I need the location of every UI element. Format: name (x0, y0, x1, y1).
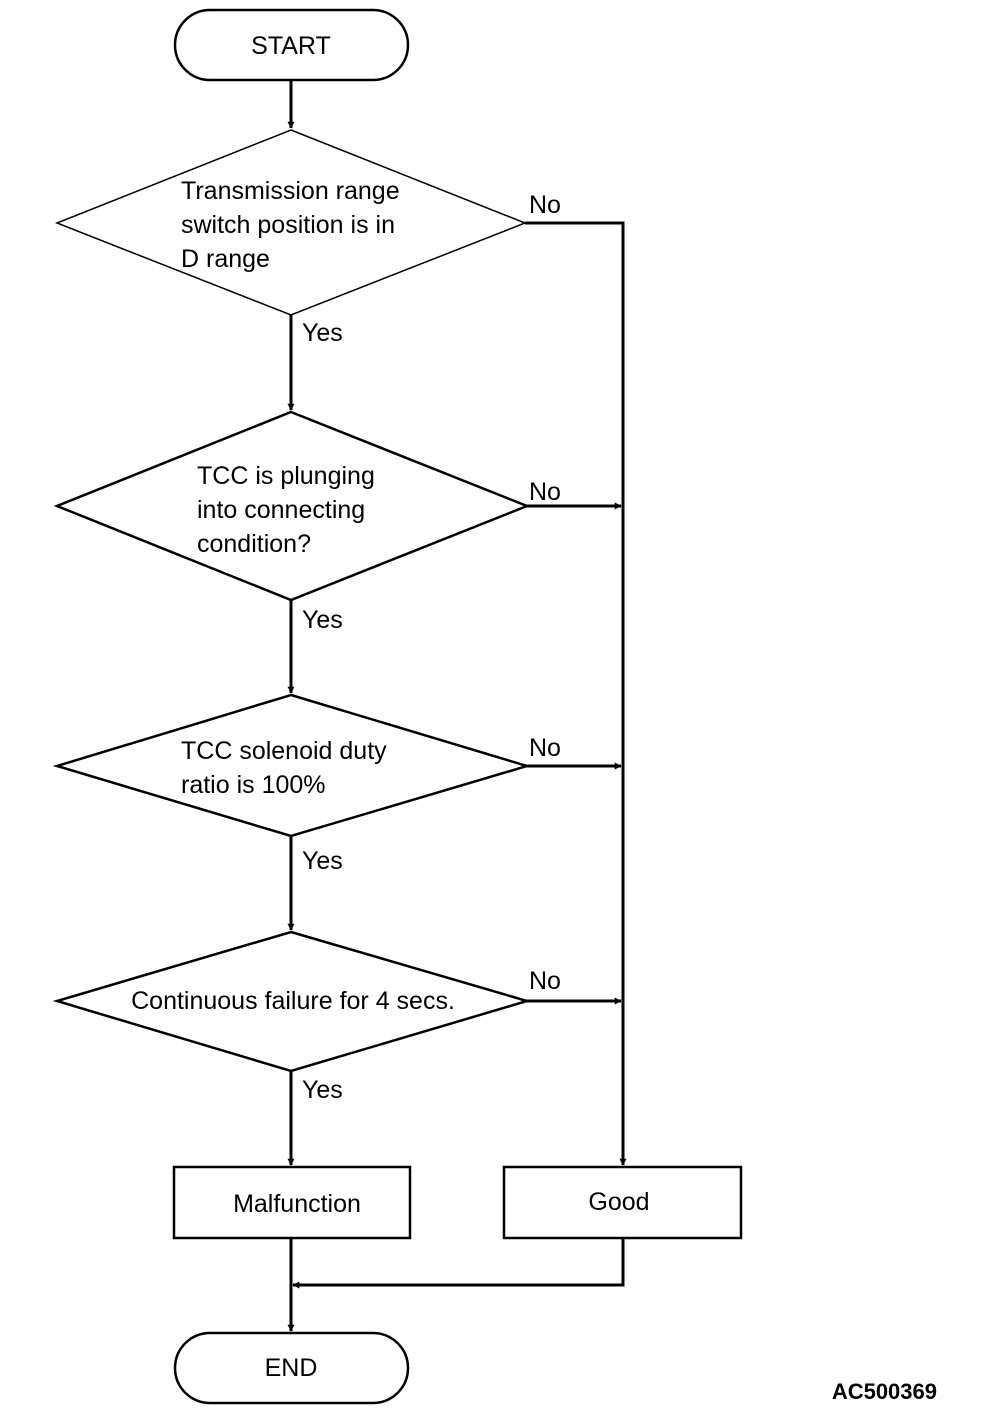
decision-2-yes-label: Yes (302, 606, 343, 634)
decision-solenoid-duty: TCC solenoid duty ratio is 100% (52, 693, 532, 838)
arrow-good-to-end (292, 1238, 625, 1289)
good-label: Good (588, 1188, 649, 1216)
start-terminal: START (173, 8, 410, 82)
decision-2-line-2: into connecting (197, 496, 365, 524)
malfunction-label: Malfunction (233, 1190, 361, 1218)
decision-2-line-3: condition? (197, 530, 311, 558)
decision-3-line-1: TCC solenoid duty (181, 737, 387, 765)
good-box: Good (502, 1165, 743, 1240)
decision-1-line-1: Transmission range (181, 177, 400, 205)
decision-3-no-label: No (529, 734, 561, 762)
decision-range-switch: Transmission range switch position is in… (54, 129, 528, 316)
decision-1-line-3: D range (181, 245, 270, 273)
malfunction-box: Malfunction (172, 1165, 412, 1240)
decision-4-no-label: No (529, 967, 561, 995)
decision-continuous-failure: Continuous failure for 4 secs. (52, 930, 532, 1073)
decision-4-line-1: Continuous failure for 4 secs. (131, 987, 455, 1015)
decision-2-no-label: No (529, 478, 561, 506)
decision-3-yes-label: Yes (302, 847, 343, 875)
decision-3-line-2: ratio is 100% (181, 771, 326, 799)
decision-tcc-plunging: TCC is plunging into connecting conditio… (53, 410, 531, 602)
decision-1-no-label: No (529, 191, 561, 219)
reference-code: AC500369 (832, 1379, 937, 1404)
connector-no-main (525, 221, 627, 1166)
decision-1-yes-label: Yes (302, 319, 343, 347)
end-terminal: END (173, 1331, 410, 1405)
decision-2-line-1: TCC is plunging (197, 462, 375, 490)
decision-4-yes-label: Yes (302, 1076, 343, 1104)
end-label: END (265, 1354, 318, 1382)
decision-1-line-2: switch position is in (181, 211, 395, 239)
start-label: START (251, 32, 331, 60)
